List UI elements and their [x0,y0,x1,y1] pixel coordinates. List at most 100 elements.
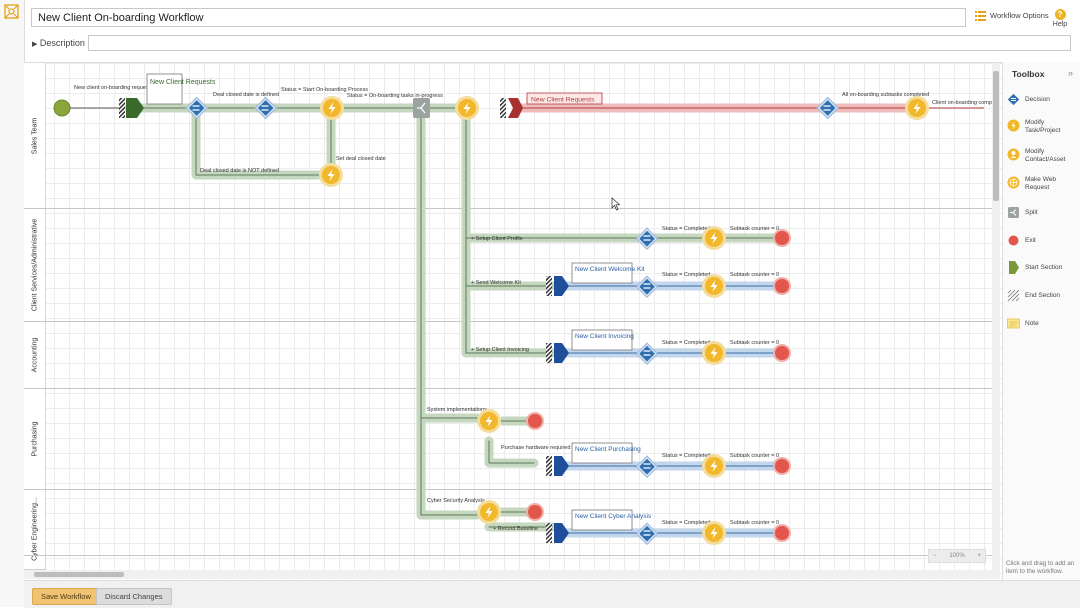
subtask-counter-label: Subtask counter = 0 [730,272,779,278]
decision-node[interactable] [635,342,659,366]
note-invoicing-text: New Client Invoicing [575,333,634,340]
description-label: Description [39,38,85,48]
collapse-toolbox-button[interactable]: » [1068,68,1074,78]
exit-node[interactable] [773,229,791,247]
vertical-scrollbar[interactable] [992,63,1000,579]
note-cyber[interactable] [571,509,633,531]
mouse-cursor-icon [611,197,621,211]
exit-node[interactable] [773,524,791,542]
tool-label: Modify Task/Project [1025,119,1061,134]
tool-modify-contact[interactable]: Modify Contact/Asset [1007,148,1079,164]
exit-node[interactable] [773,344,791,362]
action-node[interactable] [319,163,343,187]
decision-node[interactable] [254,96,278,120]
action-node[interactable] [477,409,501,433]
workflow-options-button[interactable]: Workflow Options [975,10,1049,21]
action-node[interactable] [702,274,726,298]
start-section-node[interactable] [554,276,569,296]
branch-record-baseline: + Record Baseline [493,526,538,532]
decision-node[interactable] [635,227,659,251]
description-toggle[interactable]: ▶ Description [32,38,85,48]
start-section-hatch [546,276,552,296]
decision-node[interactable] [635,275,659,299]
branch-system-impl: System implementations [427,407,487,413]
note-invoicing[interactable] [571,329,633,351]
description-input[interactable] [88,35,1071,51]
note-purchasing[interactable] [571,442,633,464]
start-node[interactable] [53,99,71,117]
tool-label: Note [1025,320,1039,327]
action-node[interactable] [702,341,726,365]
help-button[interactable]: ? Help [1050,9,1070,28]
action-node[interactable] [455,96,479,120]
tool-web-request[interactable]: Make Web Request [1007,176,1079,192]
decision-node[interactable] [635,455,659,479]
scroll-thumb[interactable] [993,71,999,201]
workflow-canvas[interactable]: Sales Team Client Services/Administrativ… [24,62,1002,581]
decision-node[interactable] [635,522,659,546]
zoom-in-button[interactable]: + [977,553,981,559]
start-section-node[interactable] [126,98,144,118]
exit-node[interactable] [773,277,791,295]
split-icon [1008,207,1019,218]
blue-subflow-welcome-kit: New Client Welcome Kit Status = Complete… [546,262,791,299]
task-inprogress-label: Status = On-boarding tasks in-progress [347,93,443,99]
decision-node[interactable] [185,96,209,120]
app-logo-icon[interactable] [4,4,19,19]
start-section-node[interactable] [554,343,569,363]
tool-split[interactable]: Split [1007,206,1079,219]
tool-label: End Section [1025,292,1061,299]
start-section-node[interactable] [554,523,569,543]
action-node[interactable] [702,226,726,250]
sales-start-note[interactable] [146,73,183,105]
action-node[interactable] [702,454,726,478]
lane-header-cyber-engineering: Cyber Engineering... [24,489,46,570]
tool-start-section[interactable]: Start Section [1007,261,1079,274]
action-node[interactable] [477,500,501,524]
decision-icon [1007,93,1020,106]
exit-node[interactable] [526,503,544,521]
tool-label: Decision [1025,96,1050,103]
discard-changes-button[interactable]: Discard Changes [96,588,172,605]
tool-label: Start Section [1025,264,1063,271]
blue-subflow-invoicing: New Client Invoicing Status = Completed … [546,329,791,366]
blue-subflow-cyber: New Client Cyber Analysis Status = Compl… [546,509,791,546]
caret-right-icon: ▶ [32,41,38,48]
workflow-diagram: New client on-boarding request New Clien… [53,73,992,546]
horizontal-scrollbar[interactable] [24,570,992,579]
tool-note[interactable]: Note [1007,317,1079,330]
tool-decision[interactable]: Decision [1007,93,1079,106]
workflow-title-input[interactable]: New Client On-boarding Workflow [31,8,966,27]
scroll-thumb[interactable] [34,572,124,577]
branch-purchase-hw: Purchase hardware required for new clien… [501,445,605,451]
sales-start-note-text: New Client Requests [150,79,216,86]
zoom-control[interactable]: − 100% + [928,549,986,563]
split-node[interactable] [413,98,430,118]
decision-node[interactable] [816,96,840,120]
tool-exit[interactable]: Exit [1007,234,1079,247]
start-section-node[interactable] [554,456,569,476]
end-section-node[interactable] [508,98,523,118]
start-section-hatch [546,523,552,543]
decision1-alt-label: Deal closed date is NOT defined [200,168,279,174]
action-node[interactable] [905,96,929,120]
exit-icon [1008,235,1019,246]
subtask-counter-label: Subtask counter = 0 [730,340,779,346]
exit-node[interactable] [773,457,791,475]
end-section-hatch [500,98,506,118]
complete-label: Client on-boarding comp [932,100,992,106]
exit-node[interactable] [526,412,544,430]
start-section-hatch [119,98,125,118]
save-workflow-button[interactable]: Save Workflow [32,588,100,605]
note-welcome-kit[interactable] [571,262,633,284]
action-node[interactable] [320,96,344,120]
lane-divider [24,321,994,322]
tool-modify-task[interactable]: Modify Task/Project [1007,119,1079,135]
action-node[interactable] [702,521,726,545]
tool-label: Make Web Request [1025,176,1056,191]
zoom-out-button[interactable]: − [933,553,937,559]
tool-end-section[interactable]: End Section [1007,289,1079,302]
branch-cyber: Cyber Security Analysis [427,498,485,504]
end-section-note[interactable] [526,92,603,105]
lane-divider [24,208,994,209]
